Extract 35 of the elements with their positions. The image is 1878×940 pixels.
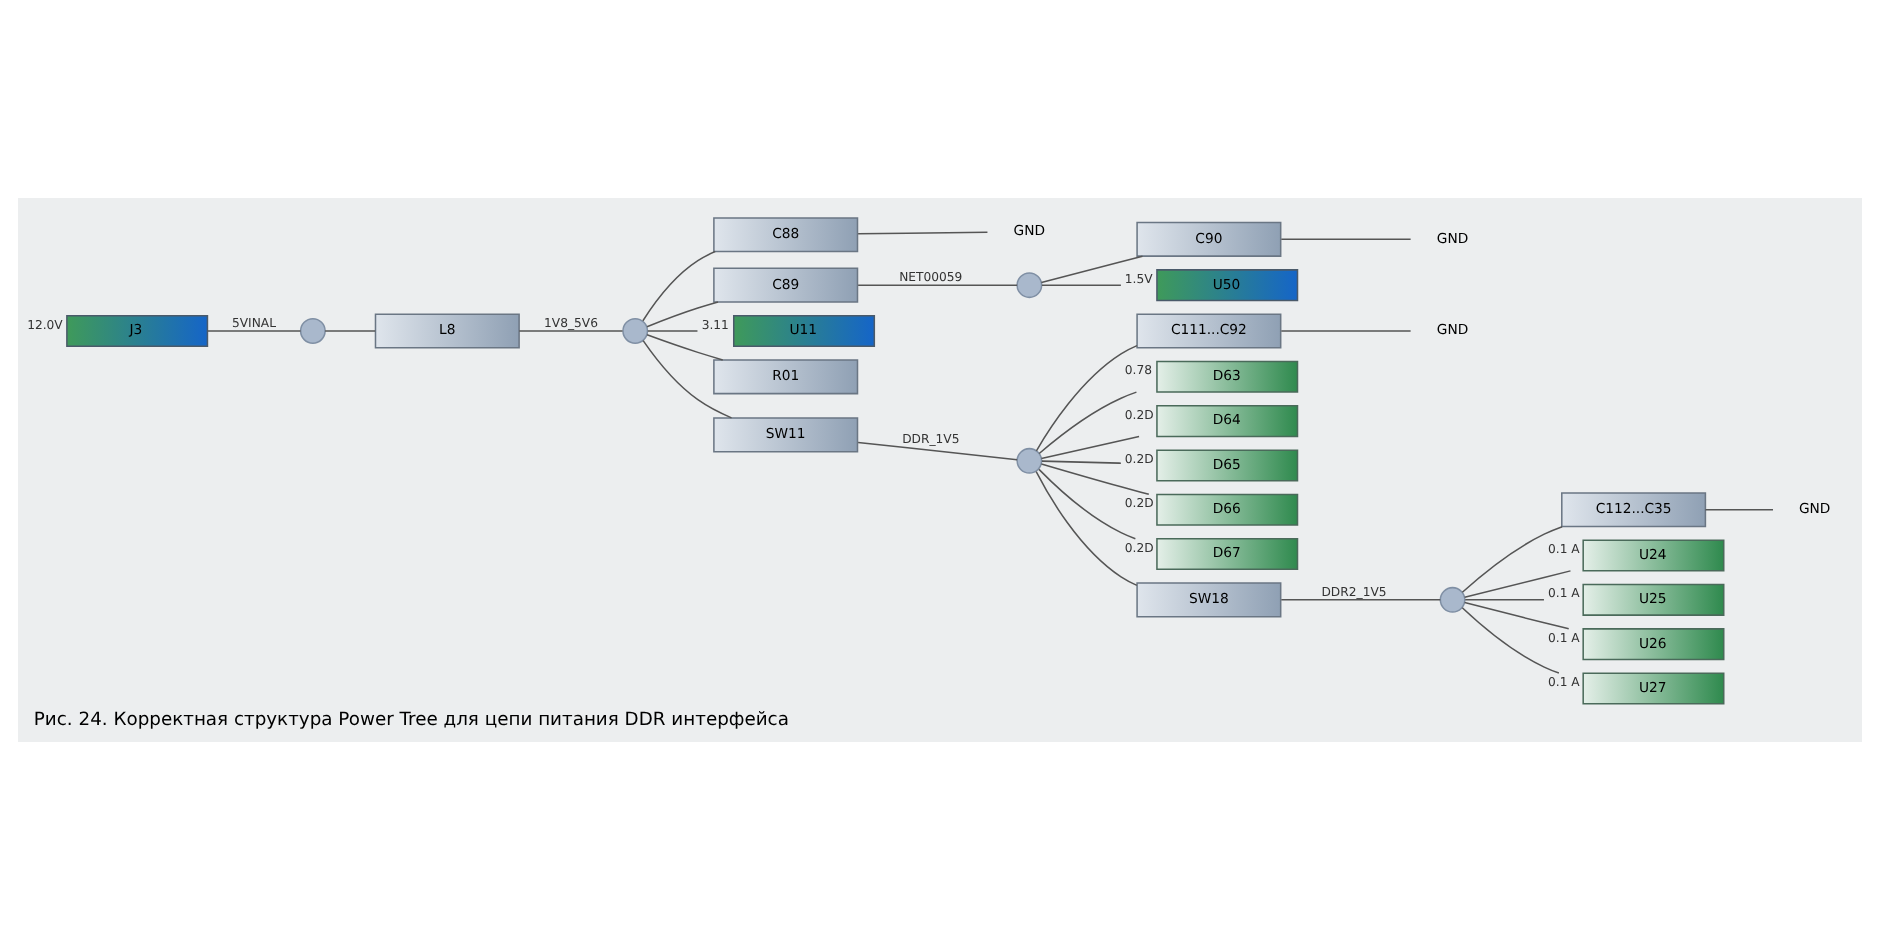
connector [641,339,732,419]
node-circle [1438,586,1465,613]
connector [205,330,301,332]
node-circle [1015,447,1042,474]
connector [1034,344,1137,452]
connector [1460,525,1562,593]
connector [641,250,715,322]
caption: Рис. 24. Корректная структура Power Tree для цепи питания DDR интерфейса [32,708,788,731]
connector [646,330,698,332]
node-circle [298,318,325,344]
connector [1463,599,1544,601]
connector [1040,460,1121,464]
connector [1039,255,1143,284]
connector [1460,607,1559,674]
connector [645,301,718,328]
connector [1034,470,1137,587]
connector [1037,468,1136,540]
connector [517,330,623,332]
connector [1703,508,1773,511]
connector [856,441,1017,461]
connector [1279,238,1411,241]
connector [1037,391,1137,455]
connector [1279,599,1441,601]
connector [1462,601,1569,630]
node-circle [1015,272,1042,299]
connector [1040,284,1121,286]
connector [1279,330,1411,332]
connector [856,284,1017,286]
node-circle [621,318,648,344]
connector [1039,435,1139,460]
connector [323,330,375,332]
connector [645,334,723,361]
connector [1039,463,1149,496]
connector [1462,570,1571,598]
connector [856,231,988,235]
